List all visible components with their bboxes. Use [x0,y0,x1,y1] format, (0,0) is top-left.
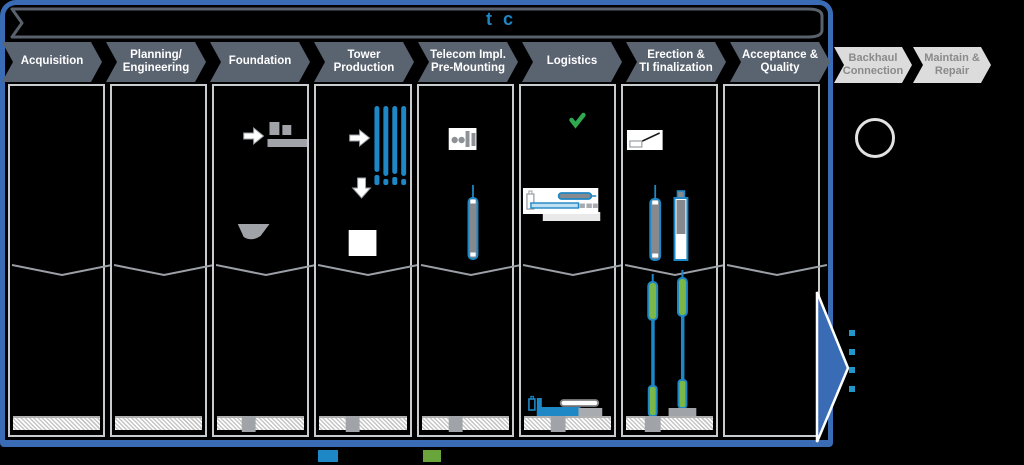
bullet-square [849,330,855,336]
logistics-art [522,112,602,432]
ground-level-chevron [216,264,317,277]
foundation-block [550,416,566,432]
stage-maintain-repair: Maintain & Repair [913,47,991,83]
title-letter-c: c [503,9,514,29]
tower-production-art [346,106,407,432]
erected-tower-right-icon [668,270,697,416]
right-arrow-icon [349,128,371,148]
stage-backhaul-connection: Backhaul Connection [834,47,912,83]
column-foundation [212,84,317,437]
crane-icon [626,130,663,150]
title-letter-t: t [486,9,492,29]
down-arrow-icon [351,177,372,199]
stage-logistics: Logistics [522,42,622,82]
mast-partial-icon [673,190,689,261]
ground-level-chevron [522,264,623,277]
column-planning-engineering [110,84,215,437]
telecom-art [448,128,478,432]
stage-telecom-premounting: Telecom Impl. Pre-Mounting [418,42,518,82]
ground-level-chevron [12,264,112,277]
ground-strip [115,416,203,430]
column-erection-ti [620,84,725,437]
circle-badge-icon [855,118,895,158]
ground-level-chevron [624,264,725,277]
premounted-mast-icon [467,185,478,260]
right-arrow-icon [243,126,265,146]
column-acquisition [8,84,112,437]
mast-being-erected-icon [649,185,661,261]
excavation-pit-icon [238,224,270,240]
foundation-block [346,416,360,432]
ground-strip [319,416,407,430]
stage-tower-production: Tower Production [314,42,414,82]
ground-level-chevron [318,264,419,277]
ground-level-chevron [114,264,215,277]
ground-strip [421,416,509,430]
stage-acquisition: Acquisition [2,42,102,82]
title-banner-outline [10,7,824,39]
packing-box-icon [349,230,377,256]
foundation-block [241,416,256,432]
bullet-square [849,349,855,355]
ground-strip [13,416,101,430]
foundation-block [448,416,463,432]
stage-header-row: Acquisition Planning/ Engineering Founda… [2,42,830,82]
telecom-equipment-icon [448,128,476,150]
stage-acceptance-quality: Acceptance & Quality [730,42,830,82]
concrete-plant-icon [267,122,308,147]
check-icon [568,112,586,129]
tower-segments-icon [374,106,407,185]
column-tower-production [314,84,419,437]
column-logistics [518,84,623,437]
ground-strip [523,416,611,430]
packed-shipment-icon [522,188,600,221]
foundation-art [238,122,308,432]
legend-swatch-green [423,450,441,462]
column-acceptance-quality [722,84,827,437]
stage-foundation: Foundation [210,42,310,82]
erection-art [626,130,697,432]
truck-icon [527,395,602,416]
ground-strip [217,416,305,430]
process-frame [0,0,833,447]
flow-arrowhead-icon [815,291,850,443]
bullet-square [849,367,855,373]
title-banner [4,6,828,40]
legend-swatch-blue [318,450,338,462]
stage-columns [8,84,827,437]
stage-erection-ti: Erection & TI finalization [626,42,726,82]
ground-level-chevron [726,264,827,277]
column-telecom-premounting [416,84,521,437]
stage-planning-engineering: Planning/ Engineering [106,42,206,82]
ground-level-chevron [420,264,521,277]
bullet-square [849,386,855,392]
erected-tower-left-icon [644,274,661,432]
